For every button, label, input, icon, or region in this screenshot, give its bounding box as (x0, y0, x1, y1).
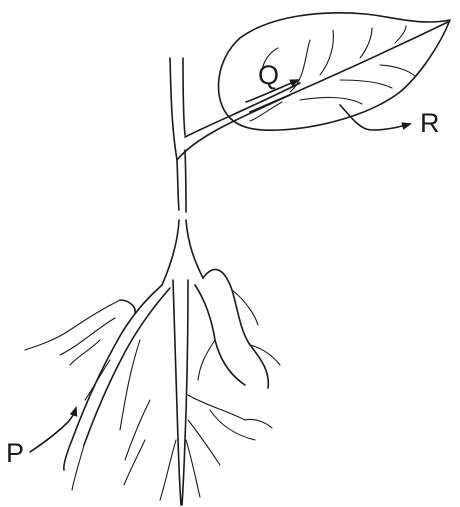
label-q: Q (258, 60, 279, 90)
label-p: P (6, 438, 24, 468)
leaf-petiole (177, 83, 300, 160)
roots (25, 269, 280, 505)
label-r: R (420, 108, 440, 138)
arrow-r (340, 105, 410, 130)
stem (162, 58, 203, 285)
